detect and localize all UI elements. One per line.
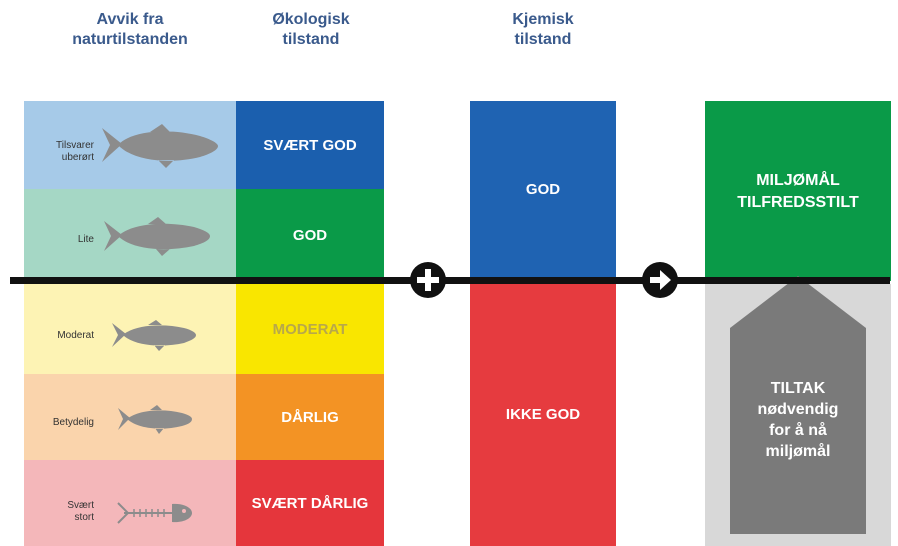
header-deviation: Avvik fra naturtilstanden xyxy=(72,11,188,48)
fish-large-icon xyxy=(102,124,218,168)
deviation-label-2: Lite xyxy=(77,234,94,245)
status-poor: DÅRLIG xyxy=(236,374,384,460)
fish-medium-icon xyxy=(104,217,210,256)
deviation-label-1: Tilsvarer uberørt xyxy=(56,140,94,163)
header-chemical-status: Kjemisk tilstand xyxy=(512,11,574,48)
chemical-not-good: IKKE GOD xyxy=(470,284,616,546)
deviation-label-4: Betydelig xyxy=(52,417,94,428)
status-moderate: MODERAT xyxy=(236,284,384,374)
action-house-shape xyxy=(730,276,866,534)
deviation-label-3: Moderat xyxy=(57,330,94,341)
deviation-row-3 xyxy=(24,284,236,374)
deviation-row-5 xyxy=(24,460,236,546)
result-action-text: TILTAK nødvendig for å nå miljømål xyxy=(757,380,839,460)
deviation-label-5: Svært stort xyxy=(67,500,94,523)
status-good: GOD xyxy=(236,189,384,281)
threshold-line xyxy=(10,277,890,284)
fish-smaller-icon xyxy=(118,405,192,434)
status-very-good: SVÆRT GOD xyxy=(236,101,384,189)
result-achieved-text: MILJØMÅL TILFREDSSTILT xyxy=(737,172,859,211)
plus-glyph xyxy=(417,269,439,291)
arrow-right-icon xyxy=(642,262,678,298)
fish-small-icon xyxy=(112,320,196,351)
status-bad: SVÆRT DÅRLIG xyxy=(236,460,384,546)
arrow-glyph xyxy=(650,270,671,290)
chemical-good: GOD xyxy=(470,101,616,281)
plus-icon xyxy=(410,262,446,298)
header-ecological-status: Økologisk tilstand xyxy=(272,11,350,48)
result-achieved-box xyxy=(705,101,891,281)
fish-skeleton-icon xyxy=(117,502,192,524)
